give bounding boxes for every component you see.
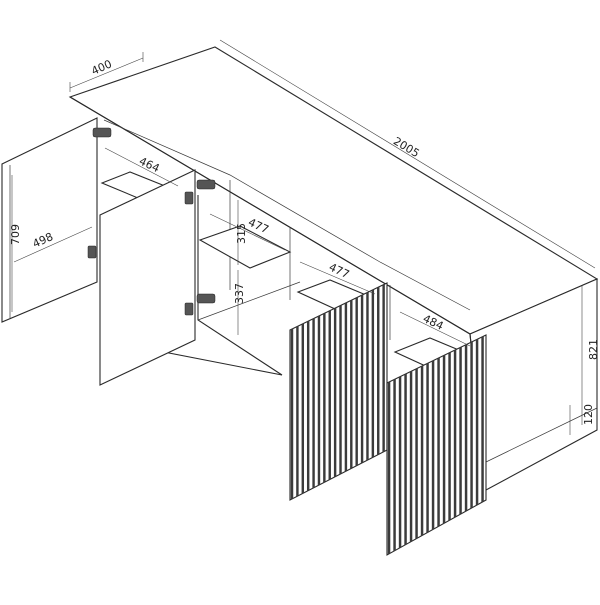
dim-plinth-label: 120 <box>582 404 595 425</box>
door-1-slat <box>350 299 353 470</box>
door-1-slat <box>333 307 337 478</box>
door-1-slat <box>290 328 294 500</box>
door-2-slat <box>437 357 440 528</box>
door-2-slat <box>393 378 396 552</box>
hinge-2 <box>87 245 97 259</box>
dim-shelf-center-line <box>209 213 286 251</box>
interior-back-edge <box>103 119 471 311</box>
door-1-slat <box>317 315 321 486</box>
door-1-slat <box>360 294 364 464</box>
door-1-slat <box>382 284 385 453</box>
door-2-slat <box>453 349 457 518</box>
dim-inner-upper-label: 315 <box>235 223 248 244</box>
door-1-slat <box>339 304 342 475</box>
dim-shelf-rightmid-label: 477 <box>327 261 352 282</box>
door-2-slat <box>409 370 413 543</box>
door-1-slat <box>371 289 375 458</box>
door-2-slat <box>464 344 468 512</box>
dim-shelf-left-line <box>104 147 179 187</box>
door-2-slat <box>398 376 402 549</box>
center-bottom <box>197 281 301 321</box>
door-2-slat <box>420 365 424 537</box>
dim-height-label: 821 <box>587 339 600 360</box>
plinth-line <box>485 407 598 463</box>
dim-width-line <box>219 39 596 269</box>
hinge-5 <box>196 293 216 304</box>
door-2-slat <box>470 341 473 509</box>
hinge-group <box>87 127 216 316</box>
door-1-slat <box>366 291 369 461</box>
slatted-door-2 <box>386 334 487 556</box>
dim-door-width-line <box>13 226 93 263</box>
door-2-slat <box>387 381 391 555</box>
door-2-slat <box>426 362 429 534</box>
door-2-slat <box>415 368 418 540</box>
left-door-open <box>1 117 98 323</box>
hinge-4 <box>184 191 194 205</box>
door-2-slat <box>431 360 435 531</box>
door-2-slat <box>475 338 479 506</box>
door-1-slat <box>301 323 305 495</box>
dim-shelf-right-line <box>399 311 471 347</box>
door-1-slat <box>355 297 358 467</box>
hinge-3 <box>196 179 216 190</box>
dim-door-height-label: 709 <box>9 224 22 245</box>
door-2-slat <box>442 354 446 524</box>
hinge-6 <box>184 302 194 316</box>
door-1-slat <box>328 310 331 481</box>
door-2-slat <box>481 336 484 503</box>
dim-shelf-left-label: 464 <box>137 155 162 176</box>
center-left-door-open <box>99 169 196 386</box>
door-1-slat <box>312 317 315 489</box>
front-top-edge <box>69 96 471 335</box>
door-2-slat <box>459 346 462 515</box>
door-1-slat <box>296 325 299 497</box>
door-1-slat <box>344 302 348 472</box>
door-2-slat <box>404 373 407 546</box>
dim-inner-lower-label: 337 <box>233 283 246 304</box>
dim-shelf-rightmid-line <box>299 261 376 295</box>
door-1-slat <box>377 286 380 456</box>
door-2-slat <box>448 352 451 521</box>
slatted-door-1 <box>289 282 388 501</box>
door-1-slat <box>323 312 326 483</box>
dim-depth-line <box>69 57 144 89</box>
hinge-1 <box>92 127 112 138</box>
door-1-slat <box>306 320 310 492</box>
